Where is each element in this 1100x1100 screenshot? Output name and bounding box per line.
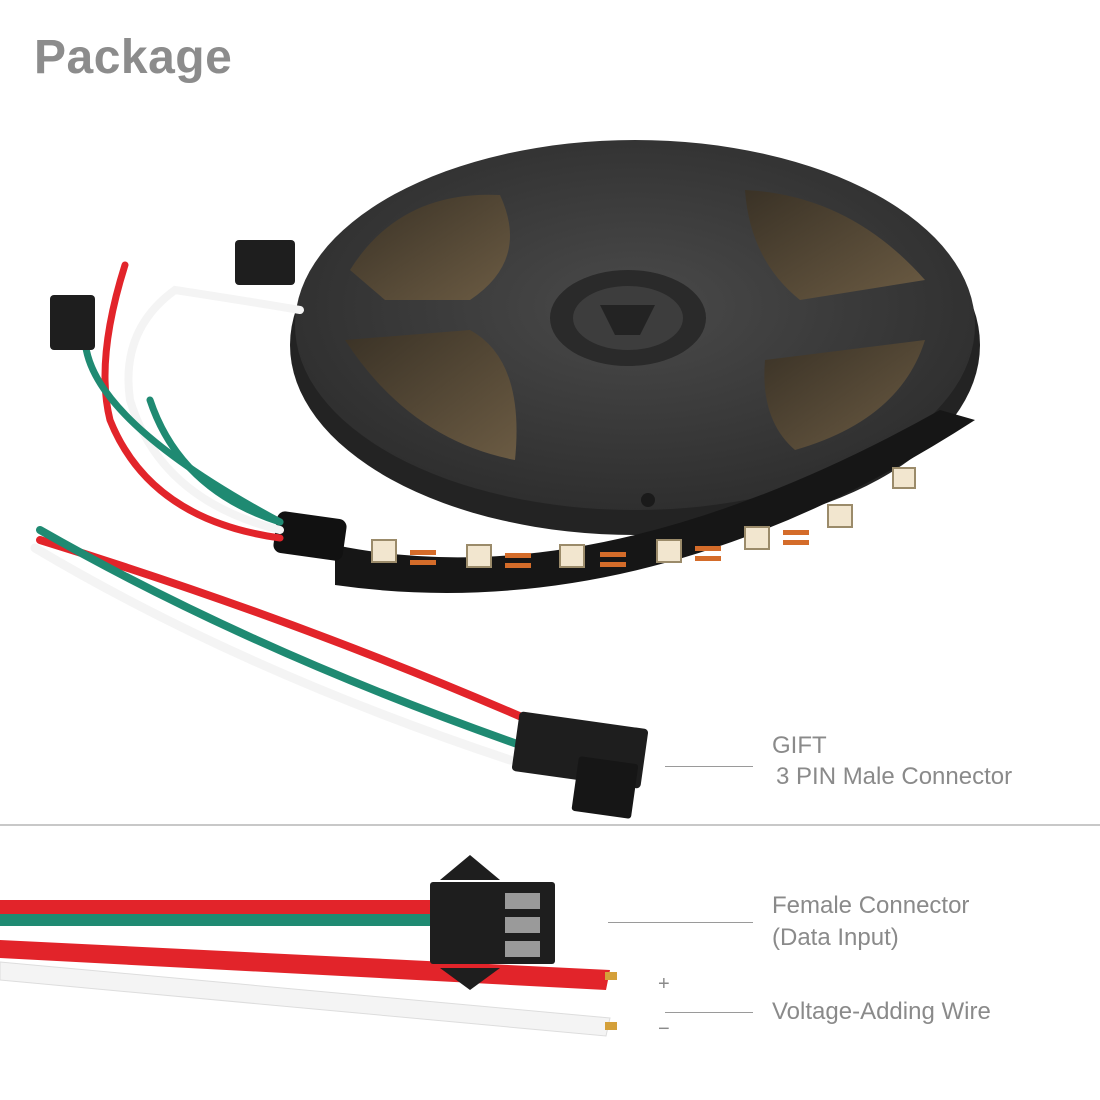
female-leader-line (608, 922, 753, 923)
led-strip-reel (290, 140, 980, 535)
gift-cable (30, 526, 544, 765)
led-chip (559, 544, 585, 568)
led-chip (892, 467, 916, 489)
gift-label: GIFT (772, 732, 827, 759)
female-connector-detail (0, 855, 617, 1037)
strip-connector-male (235, 240, 295, 285)
gift-leader-line (665, 766, 753, 767)
voltage-leader-line (665, 1012, 753, 1013)
led-chip (466, 544, 492, 568)
reel-window-top-right (745, 190, 925, 300)
page-title: Package (34, 31, 233, 84)
data-input-label: (Data Input) (772, 924, 899, 951)
strip-connectors (50, 240, 295, 350)
led-chip (744, 526, 770, 550)
male-connector-label: 3 PIN Male Connector (776, 763, 1013, 790)
led-chip (827, 504, 853, 528)
led-chip (656, 539, 682, 563)
reel-window-bottom-right (764, 340, 925, 450)
plus-sign: + (658, 973, 670, 995)
strip-connector-female (50, 295, 95, 350)
voltage-wire-label: Voltage-Adding Wire (772, 998, 991, 1025)
strip-lead-wires (81, 261, 304, 542)
female-connector-label: Female Connector (772, 892, 970, 919)
reel-window-top-left (350, 194, 510, 300)
led-chip (371, 539, 397, 563)
heat-shrink-joint (273, 511, 347, 561)
led-strip (273, 410, 975, 593)
section-divider (0, 824, 1100, 826)
gift-male-connector (511, 711, 649, 819)
reel-window-bottom-left (345, 330, 517, 460)
minus-sign: − (658, 1018, 670, 1040)
